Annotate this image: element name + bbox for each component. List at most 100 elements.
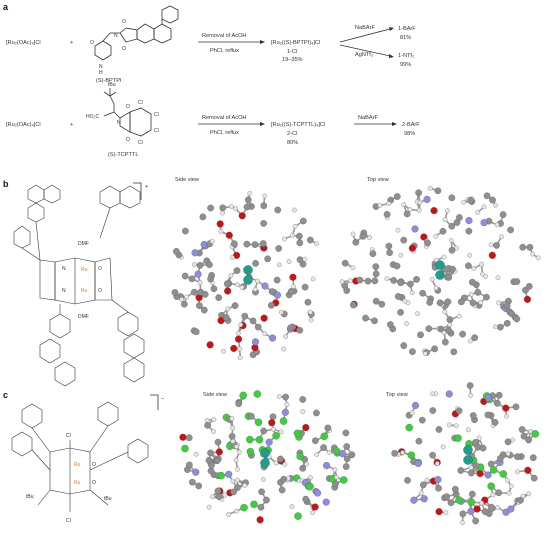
molecule-atom	[445, 390, 453, 398]
molecule-atom	[441, 338, 449, 346]
molecule-atom	[409, 290, 415, 296]
molecule-atom	[234, 444, 239, 449]
molecule-atom	[517, 496, 524, 504]
molecule-atom	[194, 270, 202, 278]
molecule-atom	[499, 211, 507, 218]
molecule-atom	[257, 503, 265, 511]
molecule-atom	[254, 418, 263, 427]
molecule-atom	[413, 276, 420, 283]
molecule-atom	[430, 391, 435, 397]
molecule-atom	[179, 433, 187, 441]
molecule-atom	[460, 520, 465, 526]
molecule-atom	[323, 462, 331, 470]
molecule-atom	[281, 346, 287, 352]
molecule-atom	[282, 461, 288, 467]
molecule-atom	[488, 503, 495, 511]
molecule-atom	[314, 241, 319, 247]
molecule-atom	[439, 227, 447, 235]
molecule-atom	[445, 326, 452, 334]
molecule-atom	[456, 313, 462, 319]
molecule-atom	[192, 328, 200, 336]
molecule-atom	[456, 214, 463, 221]
ru-label-b2: Ru	[81, 288, 88, 294]
molecule-atom	[408, 244, 416, 252]
molecule-atom	[499, 470, 508, 478]
molecule-atom	[494, 399, 501, 407]
molecule-atom	[369, 250, 377, 257]
molecule-atom	[222, 314, 230, 321]
molecule-atom	[400, 450, 405, 455]
molecule-atom	[275, 245, 283, 252]
molecule-atom	[343, 455, 351, 463]
molecule-atom	[233, 457, 239, 463]
molecule-atom	[238, 322, 244, 328]
molecule-atom	[339, 279, 345, 285]
molecule-atom	[268, 334, 277, 342]
molecule-atom	[207, 204, 214, 212]
molecule-atom	[238, 212, 246, 220]
molecule-atom	[320, 432, 328, 441]
molecule-atom	[513, 315, 521, 323]
molecule-atom	[299, 396, 307, 403]
molecule-atom	[324, 424, 332, 432]
molecule-atom	[411, 401, 420, 410]
molecule-atom	[469, 299, 477, 307]
molecule-atom	[434, 187, 442, 195]
molecule-atom	[476, 469, 484, 478]
molecule-atom	[294, 512, 302, 520]
row1-reagent-below: PhCl, reflux	[210, 48, 239, 54]
molecule-atom	[371, 317, 378, 325]
molecule-atom	[314, 489, 322, 497]
molecule-atom	[196, 302, 203, 309]
molecule-atom	[251, 338, 260, 346]
o-label-1: O	[122, 19, 126, 25]
molecule-atom	[472, 517, 480, 525]
molecule-atom	[284, 402, 290, 407]
molecule-atom	[434, 461, 440, 466]
molecule-atom	[452, 485, 459, 493]
molecule-atom	[401, 202, 407, 208]
molecule-atom	[218, 229, 224, 234]
molecule-atom	[179, 297, 185, 302]
molecule-atom	[444, 298, 452, 306]
molecule-atom	[466, 382, 474, 389]
molecule-atom	[505, 451, 511, 457]
molecule-atom	[204, 421, 211, 429]
molecule-atom	[343, 287, 351, 294]
molecule-atom	[302, 495, 310, 503]
branch-bottom-arrow	[339, 44, 391, 57]
molecule-atom	[410, 496, 418, 504]
molecule-atom	[443, 493, 450, 500]
molecule-atom	[446, 316, 454, 323]
o-label-b1: O	[98, 266, 102, 272]
molecule-atom	[461, 199, 467, 205]
molecule-atom	[418, 490, 424, 496]
molecule-atom	[431, 345, 438, 353]
molecule-atom	[390, 277, 397, 284]
row2-branch-yield: 98%	[404, 131, 415, 137]
molecule-atom	[188, 275, 196, 283]
molecule-atom	[278, 429, 284, 435]
molecule-atom	[496, 300, 502, 306]
molecule-atom	[304, 298, 312, 306]
n-label-2: N	[117, 120, 121, 126]
molecule-atom	[347, 278, 353, 284]
molecule-atom	[213, 457, 221, 465]
molecule-atom	[448, 246, 456, 254]
molecule-atom	[349, 301, 357, 309]
molecule-atom	[181, 444, 189, 453]
molecule-atom	[403, 210, 411, 218]
molecule-atom	[234, 335, 243, 343]
o-label-b2: O	[98, 288, 102, 294]
panel-b-side-view-molecule	[171, 190, 319, 361]
molecule-atom	[359, 232, 367, 240]
molecule-atom	[350, 265, 356, 270]
panel-letter-a: a	[3, 2, 9, 12]
molecule-atom	[417, 331, 424, 339]
molecule-atom	[378, 300, 386, 308]
molecule-atom	[372, 270, 380, 278]
molecule-atom	[405, 423, 413, 432]
molecule-atom	[193, 451, 199, 457]
molecule-atom	[283, 334, 288, 339]
molecule-atom	[411, 225, 419, 233]
